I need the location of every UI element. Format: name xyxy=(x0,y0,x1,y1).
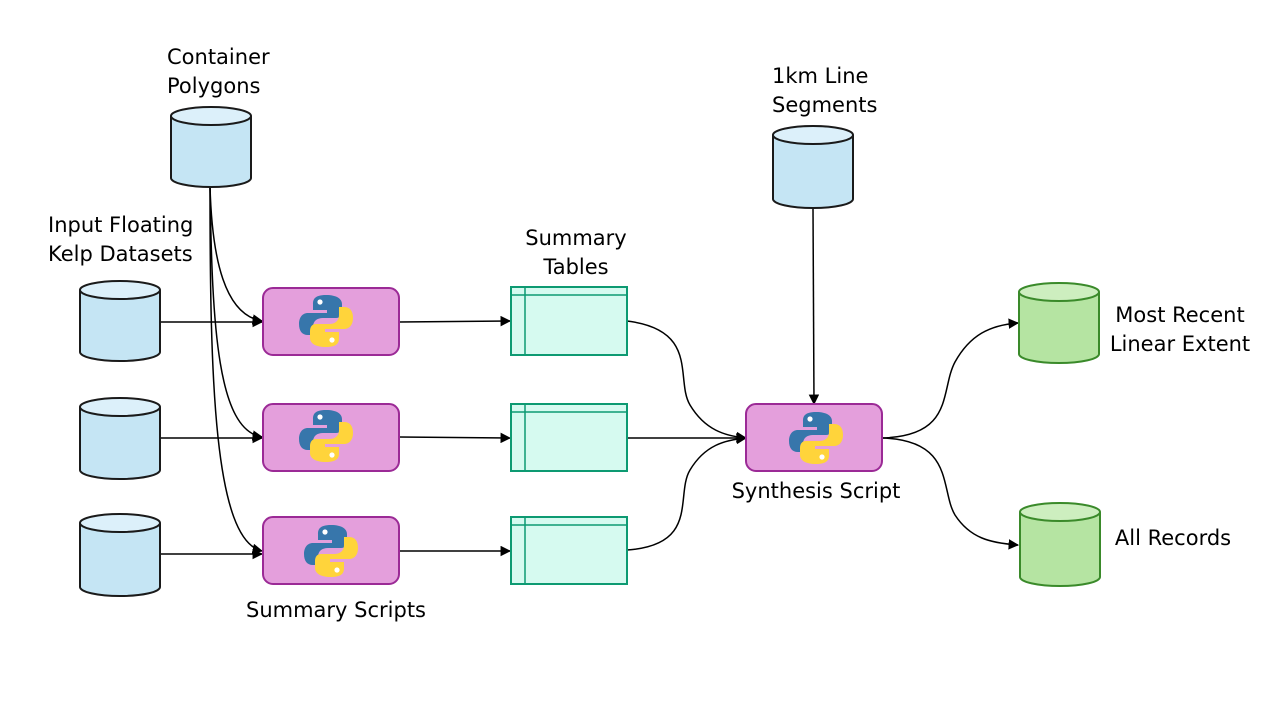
summary-script-1 xyxy=(262,287,400,356)
python-logo-icon xyxy=(789,412,843,464)
most-recent-label-line-1: Most Recent xyxy=(1115,303,1244,327)
summary-tables-label-line-2: Tables xyxy=(542,255,608,279)
container-polygons-label-line-1: Container xyxy=(167,45,270,69)
input-dataset-2 xyxy=(79,397,161,480)
edge-table-1-to-synthesis xyxy=(626,320,748,443)
summary-tables-label-line-1: Summary xyxy=(525,226,626,250)
synthesis-script xyxy=(745,403,883,472)
most-recent-output-database xyxy=(1018,282,1100,364)
all-records-label: All Records xyxy=(1115,526,1231,550)
line-segments-label-line-1: 1km Line xyxy=(772,64,868,88)
python-logo-icon xyxy=(299,410,353,462)
summary-table-3 xyxy=(510,516,628,585)
connector-edges xyxy=(160,185,1020,560)
container-polygons-label-line-2: Polygons xyxy=(167,74,260,98)
edge-segments-to-synthesis xyxy=(808,207,820,406)
edge-table-3-to-synthesis xyxy=(626,433,748,551)
python-logo-icon xyxy=(299,295,353,347)
summary-table-2 xyxy=(510,403,628,472)
input-dataset-3 xyxy=(79,513,161,597)
input-datasets-label-line-1: Input Floating xyxy=(48,213,193,237)
edge-polygons-to-script-1 xyxy=(209,185,264,325)
line-segments-database xyxy=(772,125,854,209)
input-dataset-1 xyxy=(79,280,161,362)
container-polygons-database xyxy=(170,106,252,188)
line-segments-label-line-2: Segments xyxy=(772,93,877,117)
edge-polygons-to-script-2 xyxy=(209,185,264,441)
summary-script-3 xyxy=(262,516,400,585)
edge-synthesis-to-all-records xyxy=(881,437,1020,550)
input-datasets-label-line-2: Kelp Datasets xyxy=(48,242,193,266)
edge-synthesis-to-most-recent xyxy=(881,318,1020,439)
most-recent-label-line-2: Linear Extent xyxy=(1110,332,1250,356)
summary-script-2 xyxy=(262,403,400,472)
synthesis-script-label: Synthesis Script xyxy=(732,479,901,503)
all-records-output-database xyxy=(1019,502,1101,587)
summary-table-1 xyxy=(510,286,628,356)
summary-scripts-label: Summary Scripts xyxy=(246,598,426,622)
python-logo-icon xyxy=(304,525,358,577)
edge-script-1-to-table-1 xyxy=(398,315,512,327)
edge-polygons-to-script-3 xyxy=(209,185,264,554)
edge-script-2-to-table-2 xyxy=(398,432,512,444)
